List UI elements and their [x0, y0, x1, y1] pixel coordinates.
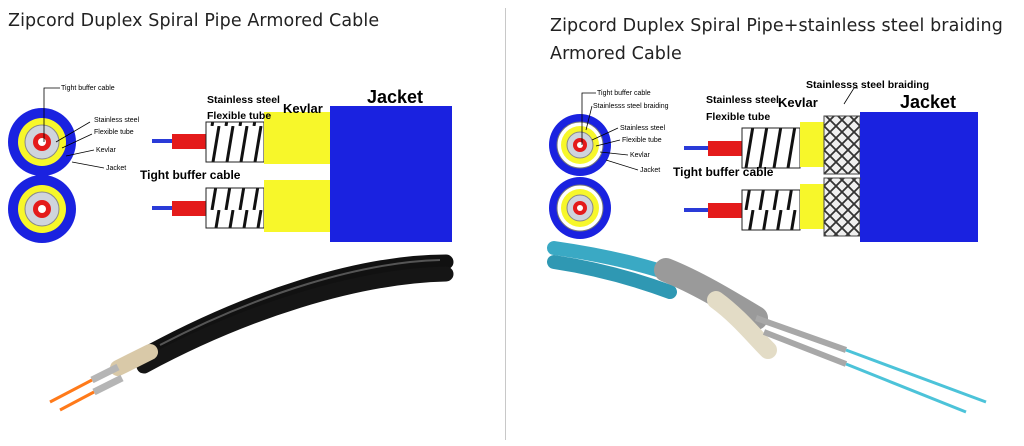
- label-braiding: Stainlesss steel braiding: [806, 79, 929, 91]
- label-jacket-small: Jacket: [106, 165, 126, 172]
- label-jacket-small-r: Jacket: [640, 167, 660, 174]
- label-tight-buffer: Tight buffer cable: [140, 168, 241, 182]
- label-tight-buffer-r: Tight buffer cable: [673, 165, 774, 179]
- label-kevlar-small-r: Kevlar: [630, 152, 651, 159]
- label-stainless-small: Stainless steel: [94, 117, 140, 124]
- label-flexible-small-r: Flexible tube: [622, 137, 662, 144]
- label-stainless-steel: Stainless steel: [207, 94, 280, 106]
- cable-photo-black: [49, 254, 454, 412]
- left-panel: Zipcord Duplex Spiral Pipe Armored Cable: [0, 0, 505, 446]
- left-diagram: Tight buffer cable Stainless steel Flexi…: [8, 85, 454, 412]
- label-kevlar-r: Kevlar: [778, 95, 818, 110]
- cross-section-2: [8, 175, 76, 243]
- right-panel: Zipcord Duplex Spiral Pipe+stainless ste…: [506, 0, 1024, 446]
- label-kevlar-small: Kevlar: [96, 147, 117, 154]
- label-tight-buffer-small: Tight buffer cable: [61, 85, 115, 92]
- label-jacket: Jacket: [367, 87, 423, 107]
- label-flexible-tube: Flexible tube: [207, 110, 271, 122]
- panel-divider: [505, 8, 506, 440]
- label-kevlar: Kevlar: [283, 101, 323, 116]
- right-title: Zipcord Duplex Spiral Pipe+stainless ste…: [550, 12, 1020, 68]
- left-title: Zipcord Duplex Spiral Pipe Armored Cable: [8, 11, 380, 31]
- label-tight-buffer-small-r: Tight buffer cable: [597, 90, 651, 97]
- cable-photo-teal: [547, 241, 987, 414]
- label-braiding-small-r: Stainlesss steel braiding: [593, 103, 669, 110]
- cross-section-braided-2: [549, 177, 611, 239]
- cross-section-braided-1: [549, 114, 611, 176]
- braided-cable-row-2: [684, 177, 978, 242]
- cross-section-1: [8, 108, 76, 176]
- label-flexible-small: Flexible tube: [94, 129, 134, 136]
- label-flexible-tube-r: Flexible tube: [706, 111, 770, 123]
- right-diagram: Tight buffer cable Stainlesss steel brai…: [547, 79, 987, 414]
- right-title-line2: Armored Cable: [550, 44, 682, 64]
- label-stainless-steel-r: Stainless steel: [706, 94, 779, 106]
- cable-row-1: [152, 106, 452, 174]
- cable-row-2: [152, 174, 452, 242]
- braided-cable-row-1: [684, 112, 978, 180]
- label-stainless-small-r: Stainless steel: [620, 125, 666, 132]
- right-title-line1: Zipcord Duplex Spiral Pipe+stainless ste…: [550, 16, 1003, 36]
- label-jacket-r: Jacket: [900, 92, 956, 112]
